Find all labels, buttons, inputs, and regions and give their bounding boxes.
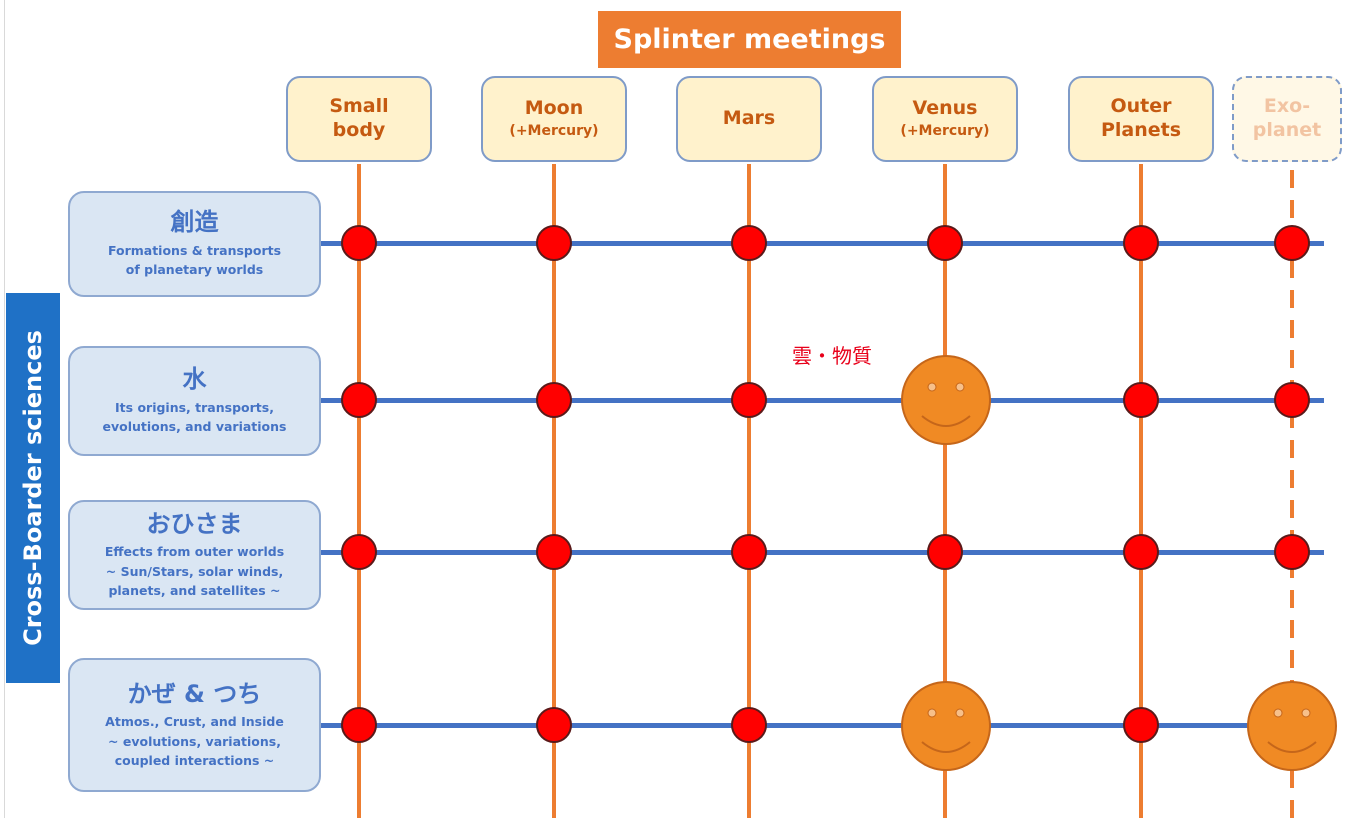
planet-subtitle: (+Mercury)	[509, 123, 599, 140]
intersection-dot	[536, 382, 572, 418]
intersection-dot	[1123, 534, 1159, 570]
planet-line-small-body	[357, 164, 361, 818]
intersection-dot	[731, 382, 767, 418]
smiley-face-icon	[901, 681, 991, 771]
planet-header-venus: Venus (+Mercury)	[872, 76, 1018, 162]
intersection-dot	[341, 225, 377, 261]
intersection-dot	[1274, 225, 1310, 261]
cloud-matter-annotation: 雲・物質	[792, 344, 872, 368]
intersection-dot	[1274, 534, 1310, 570]
planet-header-mars: Mars	[676, 76, 822, 162]
planet-header-small-body: Small body	[286, 76, 432, 162]
theme-description: Formations & transports of planetary wor…	[107, 243, 282, 278]
smiley-face-icon	[901, 355, 991, 445]
intersection-dot	[927, 225, 963, 261]
planet-line-mars	[747, 164, 751, 818]
intersection-dot	[731, 707, 767, 743]
planet-line-venus	[943, 164, 947, 818]
planet-name: Exo- planet	[1252, 95, 1322, 141]
theme-line-sun	[318, 550, 1324, 555]
intersection-dot	[731, 225, 767, 261]
planet-line-moon	[552, 164, 556, 818]
smiley-face-icon	[1247, 681, 1337, 771]
planet-line-exoplanet	[1290, 170, 1294, 824]
intersection-dot	[341, 707, 377, 743]
intersection-dot	[1274, 382, 1310, 418]
theme-box-creation: 創造 Formations & transports of planetary …	[68, 191, 321, 297]
theme-title: 水	[182, 365, 207, 394]
planet-header-moon: Moon (+Mercury)	[481, 76, 627, 162]
intersection-dot	[1123, 707, 1159, 743]
planet-name: Small body	[329, 95, 389, 141]
page-border	[4, 0, 5, 818]
planet-name: Moon	[524, 97, 584, 120]
intersection-dot	[341, 382, 377, 418]
planet-name: Mars	[722, 107, 776, 130]
sidebar-label: Cross-Boarder sciences	[19, 330, 48, 646]
intersection-dot	[341, 534, 377, 570]
theme-title: おひさま	[146, 509, 243, 538]
planet-name: Venus	[912, 97, 978, 120]
intersection-dot	[1123, 382, 1159, 418]
cross-border-sciences-sidebar: Cross-Boarder sciences	[6, 293, 60, 683]
planet-subtitle: (+Mercury)	[900, 123, 990, 140]
theme-line-wind-earth	[318, 723, 1324, 728]
theme-title: 創造	[170, 208, 219, 237]
intersection-dot	[536, 225, 572, 261]
theme-box-sun: おひさま Effects from outer worlds ~ Sun/Sta…	[68, 500, 321, 610]
theme-title: かぜ & つち	[127, 679, 262, 708]
theme-line-water	[318, 398, 1324, 403]
theme-description: Its origins, transports, evolutions, and…	[102, 400, 287, 435]
theme-description: Atmos., Crust, and Inside ~ evolutions, …	[105, 714, 284, 769]
intersection-dot	[536, 534, 572, 570]
planet-header-outer-planets: Outer Planets	[1068, 76, 1214, 162]
theme-box-water: 水 Its origins, transports, evolutions, a…	[68, 346, 321, 456]
intersection-dot	[731, 534, 767, 570]
intersection-dot	[927, 534, 963, 570]
theme-line-creation	[318, 241, 1324, 246]
planet-name: Outer Planets	[1100, 95, 1182, 141]
planet-line-outer-planets	[1139, 164, 1143, 818]
theme-box-wind-earth: かぜ & つち Atmos., Crust, and Inside ~ evol…	[68, 658, 321, 792]
intersection-dot	[1123, 225, 1159, 261]
planet-header-exoplanet: Exo- planet	[1232, 76, 1342, 162]
intersection-dot	[536, 707, 572, 743]
splinter-meetings-banner: Splinter meetings	[598, 11, 901, 68]
theme-description: Effects from outer worlds ~ Sun/Stars, s…	[104, 544, 285, 599]
